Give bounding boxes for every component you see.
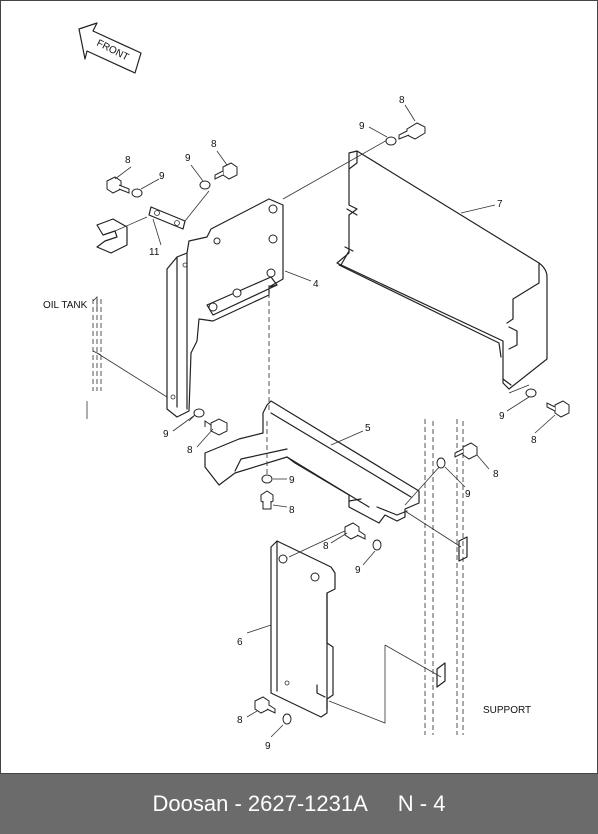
callout-5: 5: [365, 423, 371, 434]
washer-icon: [385, 136, 397, 146]
callout-8: 8: [493, 469, 499, 480]
callout-8: 8: [187, 445, 193, 456]
callout-9: 9: [289, 475, 295, 486]
bracket-4: [166, 198, 284, 418]
washer-icon: [282, 713, 292, 725]
callout-8: 8: [237, 715, 243, 726]
leader-lines: [114, 104, 556, 738]
bolt-icon: [260, 490, 274, 510]
callout-9: 9: [265, 741, 271, 752]
callout-7: 7: [497, 199, 503, 210]
footer-bar: Doosan - 2627-1231A N - 4: [0, 774, 598, 834]
callout-8: 8: [125, 155, 131, 166]
callout-8: 8: [531, 435, 537, 446]
parts-diagram: FRONT: [43, 22, 570, 752]
hardware: [106, 122, 570, 725]
bolt-icon: [254, 696, 276, 714]
bolt-icon: [546, 400, 570, 418]
part-number-text: Doosan - 2627-1231A: [152, 791, 368, 816]
bolt-icon: [214, 162, 238, 180]
drawing-frame: FRONT: [0, 0, 598, 774]
cover-plate-7: [336, 150, 548, 390]
tray-5: [204, 400, 420, 524]
bolt-icon: [344, 522, 366, 540]
bolt-icon: [398, 122, 426, 140]
callout-9: 9: [159, 171, 165, 182]
callout-8: 8: [211, 139, 217, 150]
callout-9: 9: [499, 411, 505, 422]
washer-icon: [436, 457, 446, 469]
clip-bracket-11: [96, 206, 186, 254]
callout-6: 6: [237, 637, 243, 648]
bolt-icon: [204, 418, 228, 436]
callout-4: 4: [313, 279, 319, 290]
guide-lines: [184, 138, 530, 558]
callout-9: 9: [163, 429, 169, 440]
callout-labels: 8 9 8 9 9 8 7 11 4 9 8 9 8 5 8 9 9 8 8 9…: [125, 95, 537, 752]
callout-11: 11: [149, 247, 160, 258]
panel-6: [270, 540, 336, 718]
oil-tank-outline: [86, 296, 168, 419]
washer-icon: [261, 474, 273, 484]
bolt-icon: [454, 442, 478, 460]
support-label: SUPPORT: [483, 705, 531, 716]
washer-icon: [193, 408, 205, 418]
bolt-icon: [106, 176, 130, 194]
callout-8: 8: [399, 95, 405, 106]
callout-8: 8: [289, 505, 295, 516]
callout-9: 9: [185, 153, 191, 164]
callout-9: 9: [355, 565, 361, 576]
washer-icon: [131, 188, 143, 198]
front-arrow-icon: FRONT: [78, 22, 142, 74]
washer-icon: [372, 539, 382, 551]
oil-tank-label: OIL TANK: [43, 300, 88, 311]
callout-8: 8: [323, 541, 329, 552]
page-reference-text: N - 4: [397, 791, 446, 816]
washer-icon: [525, 388, 537, 398]
callout-9: 9: [465, 489, 471, 500]
washer-icon: [199, 180, 211, 190]
callout-9: 9: [359, 121, 365, 132]
